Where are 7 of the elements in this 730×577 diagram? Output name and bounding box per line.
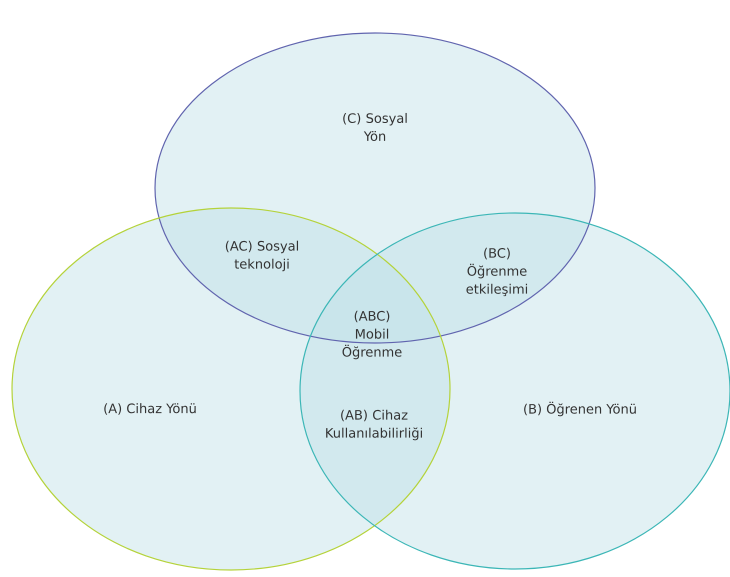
set-label: (A) Cihaz Yönü	[104, 403, 196, 415]
overlap-label: (ABC) Mobil Öğrenme	[342, 310, 402, 360]
overlap-label: (AB) Cihaz Kullanılabilirliği	[326, 410, 422, 440]
overlap-label: (BC) Öğrenme etkileşimi	[466, 248, 528, 296]
overlap-label: (AC) Sosyal teknoloji	[226, 240, 298, 272]
set-label: (C) Sosyal Yön	[343, 112, 407, 142]
set-label: (B) Öğrenen Yönü	[524, 402, 636, 416]
